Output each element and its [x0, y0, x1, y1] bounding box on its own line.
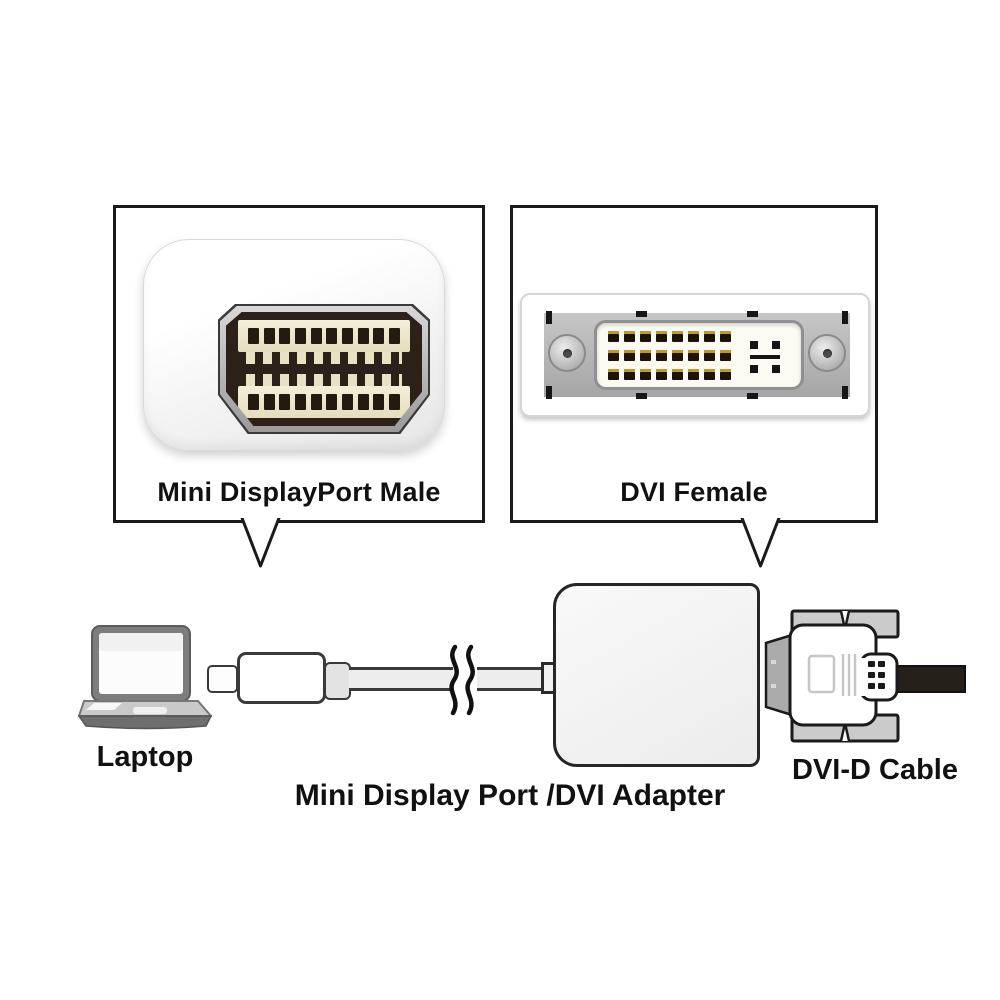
contact-teeth-top: [246, 352, 402, 364]
pin-row-bottom: [238, 386, 410, 418]
pin-row-top: [238, 320, 410, 352]
laptop-label: Laptop: [96, 741, 194, 773]
callout-box-dvi-female: DVI Female: [510, 205, 878, 568]
dvi-plug-icon: [764, 609, 966, 743]
dvi-female-port-icon: [594, 320, 804, 390]
screw-hole-left-icon: [548, 334, 586, 372]
dvi-metal-plate: [544, 311, 850, 399]
adapter-cable-right: [477, 667, 545, 691]
mini-displayport-connector-body: [143, 239, 445, 451]
dvi-cable-label: DVI-D Cable: [792, 754, 958, 786]
adapter-cable-left: [349, 667, 453, 691]
port-metal-rim: [220, 306, 428, 432]
callout-label-dvi-female: DVI Female: [620, 477, 768, 507]
port-cavity: [226, 312, 422, 426]
adapter-label: Mini Display Port /DVI Adapter: [294, 779, 726, 812]
dvi-female-bezel: [520, 293, 870, 417]
callout-pointer-left: [240, 518, 281, 568]
mini-dp-strain-relief: [324, 662, 351, 700]
callout-label-mini-displayport: Mini DisplayPort Male: [157, 477, 441, 507]
mini-displayport-port-icon: [218, 304, 430, 434]
dvi-flat-pin-cluster: [750, 341, 780, 373]
callout-pointer-right: [740, 518, 781, 568]
callout-box-mini-displayport: Mini DisplayPort Male: [113, 205, 485, 568]
mini-dp-plug-tip-icon: [207, 665, 238, 693]
adapter-body-icon: [553, 583, 760, 767]
dvi-pin-hole-grid: [608, 331, 731, 380]
screw-hole-right-icon: [808, 334, 846, 372]
cable-break-icon: [449, 644, 475, 716]
contact-teeth-bottom: [246, 374, 402, 386]
mini-dp-plug-body-icon: [237, 652, 326, 704]
laptop-icon: [78, 625, 212, 730]
